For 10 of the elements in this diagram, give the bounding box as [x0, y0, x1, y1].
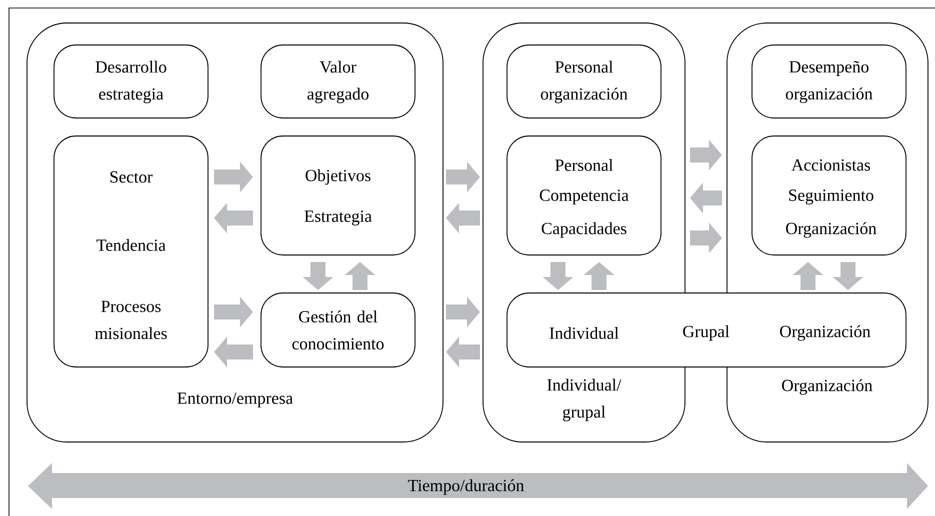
rounded-box: Personal Competencia Capacidades — [506, 136, 662, 256]
rounded-box: Personal organización — [506, 44, 662, 118]
rounded-box: Desempeño organización — [752, 44, 906, 118]
rounded-box: Desarrollo estrategia — [54, 44, 208, 118]
rounded-band: Individual Grupal Organización — [506, 292, 906, 368]
rounded-box: Sector Tendencia Procesos misionales — [54, 136, 208, 368]
rounded-box: Valor agregado — [260, 44, 416, 118]
rounded-box: Accionistas Seguimiento Organización — [752, 136, 906, 256]
rounded-box: Gestión del conocimiento — [260, 292, 416, 368]
rounded-box: Objetivos Estrategia — [260, 136, 416, 256]
